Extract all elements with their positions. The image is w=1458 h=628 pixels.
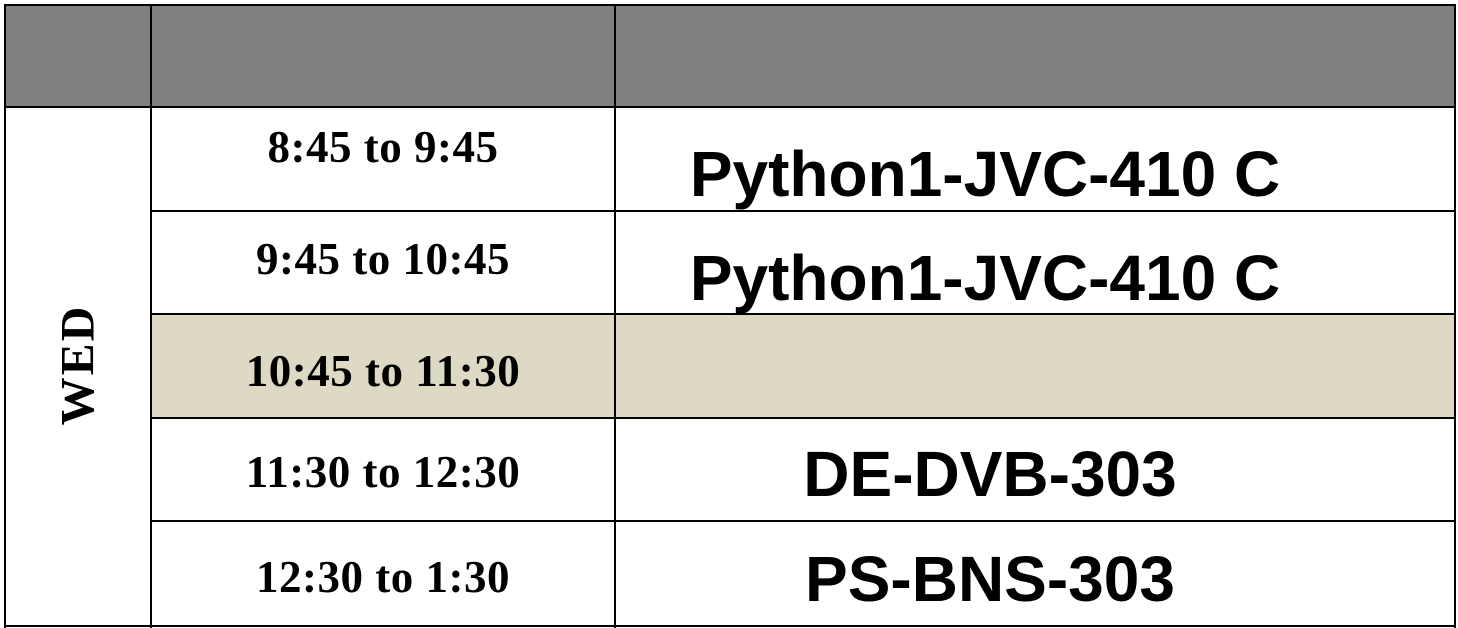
time-label: 11:30 to 12:30 [245,446,521,497]
course-label: PS-BNS-303 [805,542,1175,615]
course-cell-break [615,314,1455,418]
time-cell: 8:45 to 9:45 [151,107,615,211]
grid-line [151,210,1456,212]
time-label: 10:45 to 11:30 [245,346,521,396]
header-cell-course [615,5,1455,107]
course-cell: Python1-JVC-410 C [615,107,1455,211]
header-cell-day [5,5,151,107]
course-label: Python1-JVC-410 C [689,241,1281,314]
course-cell: PS-BNS-303 [615,521,1455,628]
time-label: 9:45 to 10:45 [256,233,510,284]
time-cell-break: 10:45 to 11:30 [151,314,615,418]
course-cell: DE-DVB-303 [615,418,1455,521]
grid-line [4,106,1456,108]
course-label: Python1-JVC-410 C [689,138,1281,210]
time-cell: 11:30 to 12:30 [151,418,615,521]
time-label: 12:30 to 1:30 [256,551,510,602]
grid-line [4,4,6,628]
day-label: WED [51,304,105,426]
grid-line [1454,4,1456,628]
time-cell: 9:45 to 10:45 [151,211,615,314]
course-cell: Python1-JVC-410 C [615,211,1455,314]
header-cell-time [151,5,615,107]
grid-line [4,625,1456,627]
grid-line [4,4,1456,6]
grid-line [151,520,1456,522]
grid-line [151,313,1456,315]
grid-line [150,4,152,628]
time-label: 8:45 to 9:45 [267,122,499,172]
grid-line [151,417,1456,419]
time-cell: 12:30 to 1:30 [151,521,615,628]
grid-line [614,4,616,628]
course-label: DE-DVB-303 [803,437,1177,510]
